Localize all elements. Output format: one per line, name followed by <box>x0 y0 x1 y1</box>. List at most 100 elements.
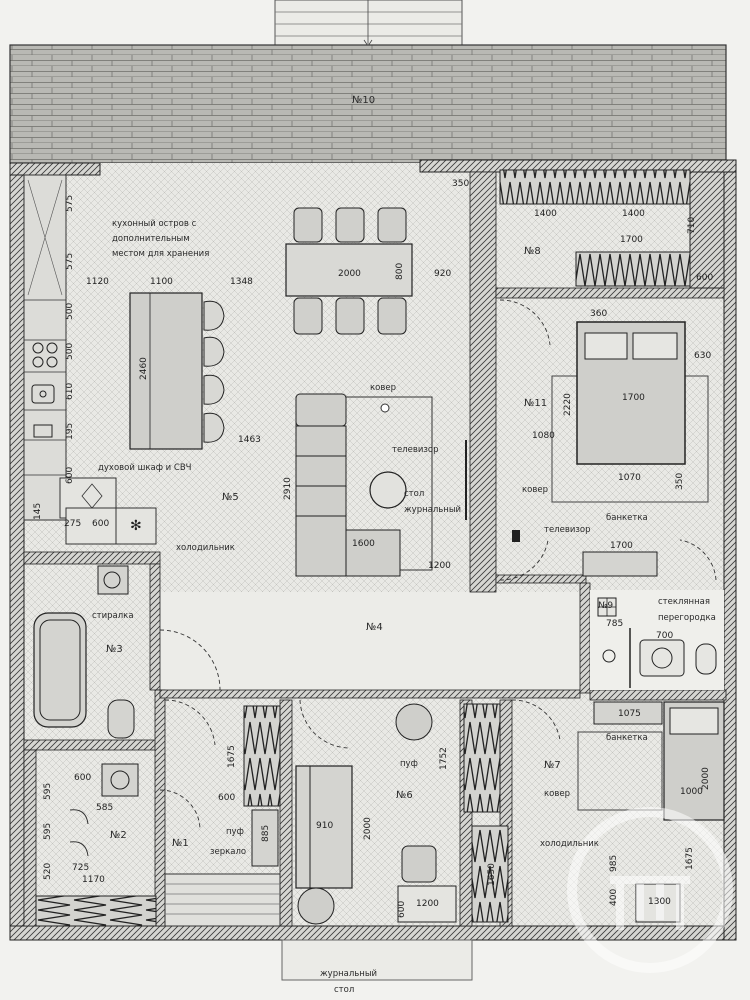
note-fridge-room-7: холодильник <box>540 839 599 849</box>
note-mirror: зеркало <box>210 847 246 857</box>
stamp-watermark <box>567 807 733 973</box>
dim-145: 145 <box>33 503 43 520</box>
carpet-room-7 <box>577 731 663 811</box>
dim-785: 785 <box>606 619 623 629</box>
dim-600c: 600 <box>696 273 713 283</box>
sofa-bed <box>295 765 353 889</box>
note-washer: стиралка <box>92 611 134 621</box>
tv-bedroom <box>512 530 520 542</box>
dim-1700b: 1700 <box>622 393 645 403</box>
wardrobe-room-8 <box>499 169 725 289</box>
dimension-labels: 575 575 500 500 610 195 600 145 275 600 … <box>33 179 713 918</box>
dim-910: 910 <box>316 821 333 831</box>
snowflake-icon: ✻ <box>130 518 142 534</box>
corner-sofa <box>295 393 401 577</box>
dim-920: 920 <box>434 269 451 279</box>
dim-1752: 1752 <box>439 747 449 770</box>
entrance-steps-top <box>274 0 463 49</box>
dim-1650: 1650 <box>487 863 497 886</box>
note-carpet-room-7: ковер <box>544 789 570 799</box>
kitchen-sink-icon <box>31 384 55 438</box>
dim-1348: 1348 <box>230 277 253 287</box>
dim-600a: 600 <box>65 467 75 484</box>
bench-room-7 <box>593 701 663 725</box>
dim-2910: 2910 <box>283 477 293 500</box>
dim-1070: 1070 <box>618 473 641 483</box>
dim-1463: 1463 <box>238 435 261 445</box>
note-carpet-living: ковер <box>370 383 396 393</box>
dim-195: 195 <box>65 423 75 440</box>
room-6 <box>295 703 509 925</box>
corridor-floor <box>158 592 580 690</box>
dim-985: 985 <box>609 855 619 872</box>
dim-630: 630 <box>694 351 711 361</box>
room-7 <box>577 701 725 923</box>
island-stools <box>203 300 225 443</box>
fridge: ✻ <box>65 507 157 545</box>
note-pouf-hall: пуф <box>226 827 244 837</box>
kitchen-island <box>129 292 203 450</box>
dim-350a: 350 <box>452 179 469 189</box>
dim-595b: 595 <box>43 823 53 840</box>
note-tv-bedroom: телевизор <box>544 525 591 535</box>
desk <box>397 885 457 923</box>
note-coffee-table-2: журнальный <box>404 505 461 515</box>
dim-710: 710 <box>687 217 697 234</box>
note-glass-1: стеклянная <box>658 597 710 607</box>
dim-1120: 1120 <box>86 277 109 287</box>
note-coffee-bottom-1: журнальный <box>320 969 377 979</box>
dim-2460: 2460 <box>139 357 149 380</box>
bench-bedroom <box>582 551 658 577</box>
pouf-room-6 <box>395 703 433 741</box>
note-tv-living: телевизор <box>392 445 439 455</box>
dim-2000c: 2000 <box>701 767 711 790</box>
room-label-7: №7 <box>544 760 561 771</box>
dim-1675: 1675 <box>227 745 237 768</box>
room-label-4: №4 <box>366 622 383 633</box>
note-pouf-room-6: пуф <box>400 759 418 769</box>
dim-350b: 350 <box>675 473 685 490</box>
note-oven: духовой шкаф и СВЧ <box>98 463 191 473</box>
dim-1000: 1000 <box>680 787 703 797</box>
shower-room-9 <box>590 590 724 690</box>
dining-table <box>285 243 413 297</box>
dim-595a: 595 <box>43 783 53 800</box>
terrace-deck <box>9 44 727 164</box>
note-glass-2: перегородка <box>658 613 716 623</box>
dim-1700c: 1700 <box>610 541 633 551</box>
dim-575a: 575 <box>65 195 75 212</box>
exterior-walls <box>9 159 737 941</box>
dim-500a: 500 <box>65 303 75 320</box>
bathroom-3 <box>33 565 135 739</box>
room-label-5: №5 <box>222 492 239 503</box>
desk-chair <box>401 845 437 883</box>
room-label-6: №6 <box>396 790 413 801</box>
note-bench-bedroom: банкетка <box>606 513 648 523</box>
toilet-3 <box>107 699 135 739</box>
dim-400: 400 <box>609 889 619 906</box>
dim-2000: 2000 <box>338 269 361 279</box>
note-island-1: кухонный остров с <box>112 219 197 229</box>
kitchen-counter <box>23 174 67 521</box>
note-fridge: холодильник <box>176 543 235 553</box>
room-label-11: №11 <box>524 398 547 409</box>
note-island-2: дополнительным <box>112 234 190 244</box>
dim-1075: 1075 <box>618 709 641 719</box>
dim-1200b: 1200 <box>416 899 439 909</box>
note-island-3: местом для хранения <box>112 249 209 259</box>
dim-1100: 1100 <box>150 277 173 287</box>
dim-885: 885 <box>261 825 271 842</box>
entrance-steps-bottom <box>281 939 473 981</box>
cooktop-icon <box>32 342 58 368</box>
room-label-2: №2 <box>110 830 127 841</box>
dining-chairs <box>293 207 407 335</box>
hall-room-1 <box>164 705 281 927</box>
dim-1080: 1080 <box>532 431 555 441</box>
coffee-table-bottom <box>297 887 335 925</box>
dim-360: 360 <box>590 309 607 319</box>
dim-275: 275 <box>64 519 81 529</box>
carpet-marker <box>380 403 390 413</box>
wc-room-2 <box>35 763 157 927</box>
doors <box>159 299 717 831</box>
dim-600b: 600 <box>92 519 109 529</box>
